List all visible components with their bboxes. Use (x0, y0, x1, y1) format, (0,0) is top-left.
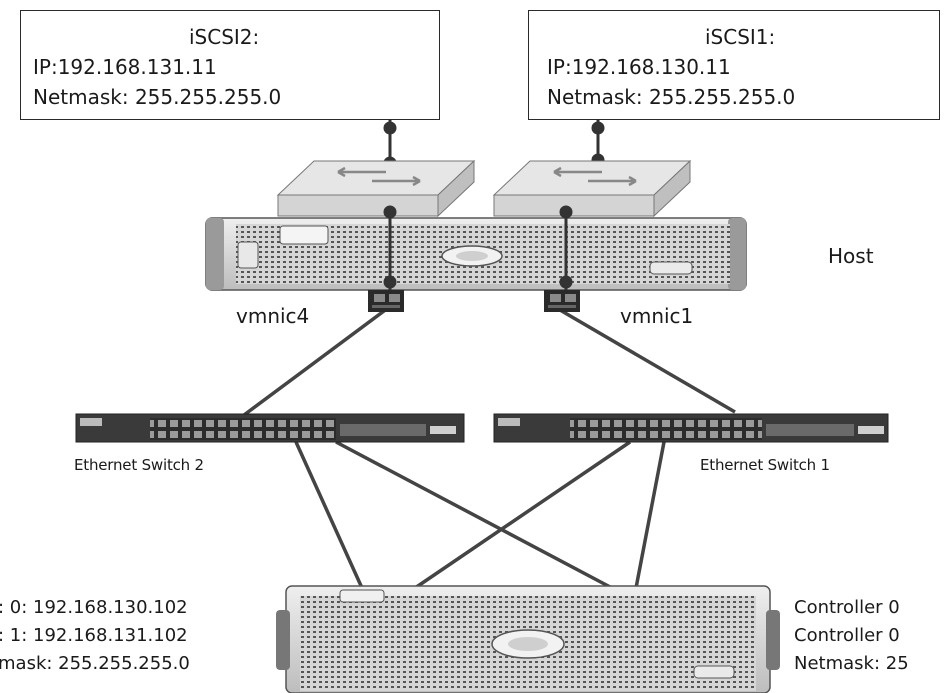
ethernet-switch-1 (493, 413, 889, 443)
iscsi2-netmask: Netmask: 255.255.255.0 (33, 85, 282, 109)
iscsi1-title: iSCSI1: (705, 25, 776, 49)
controller-left-line-1: : 0: 192.168.130.102 (0, 597, 188, 618)
controller-left-line-3: mask: 255.255.255.0 (0, 653, 190, 674)
ethernet-switch-1-label: Ethernet Switch 1 (700, 456, 830, 474)
iscsi1-ip: IP:192.168.130.11 (547, 55, 731, 79)
vmnic1-label: vmnic1 (620, 304, 694, 328)
iscsi2-ip: IP:192.168.131.11 (33, 55, 217, 79)
host-nic-connectors (383, 205, 573, 290)
storage-switch-left (276, 159, 476, 218)
vmnic1-module (544, 290, 580, 312)
controller-right-line-1: Controller 0 (794, 597, 900, 618)
iscsi1-box: iSCSI1: IP:192.168.130.11 Netmask: 255.2… (528, 10, 940, 120)
controller-left-line-2: : 1: 192.168.131.102 (0, 625, 188, 646)
host-label: Host (828, 244, 874, 268)
controller-right-line-3: Netmask: 25 (794, 653, 909, 674)
ethernet-switch-2-label: Ethernet Switch 2 (74, 456, 204, 474)
storage-switch-right (492, 159, 692, 218)
storage-array (276, 585, 780, 693)
iscsi2-title: iSCSI2: (189, 25, 260, 49)
iscsi2-box: iSCSI2: IP:192.168.131.11 Netmask: 255.2… (20, 10, 440, 120)
controller-right-line-2: Controller 0 (794, 625, 900, 646)
ethernet-switch-2 (75, 413, 465, 443)
vmnic4-module (368, 290, 404, 312)
host-server (205, 217, 747, 291)
iscsi1-netmask: Netmask: 255.255.255.0 (547, 85, 796, 109)
cable-lines (238, 306, 736, 590)
vmnic4-label: vmnic4 (236, 304, 310, 328)
